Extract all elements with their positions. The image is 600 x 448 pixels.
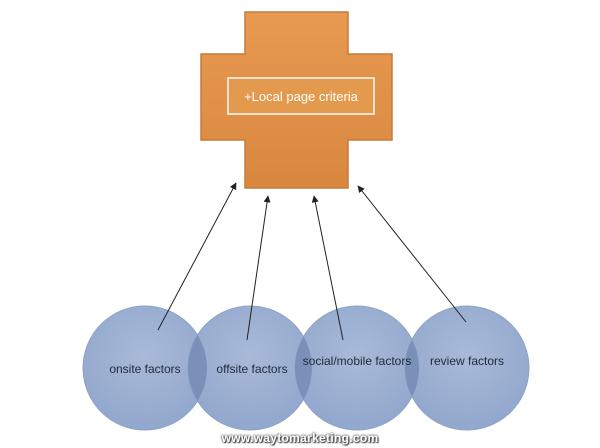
arrow-social xyxy=(311,195,344,341)
factor-label-social: social/mobile factors xyxy=(302,354,412,368)
arrow-offsite xyxy=(246,195,271,341)
factor-label-offsite: offsite factors xyxy=(216,362,288,376)
center-label-box: +Local page criteria xyxy=(227,77,375,115)
center-label: +Local page criteria xyxy=(244,88,358,104)
factor-label-review: review factors xyxy=(429,354,505,368)
factor-label-onsite: onsite factors xyxy=(109,362,181,376)
arrow-review xyxy=(357,185,467,323)
footer-watermark: www.waytomarketing.com xyxy=(221,431,379,445)
arrows xyxy=(157,182,467,341)
arrow-onsite xyxy=(157,182,237,331)
